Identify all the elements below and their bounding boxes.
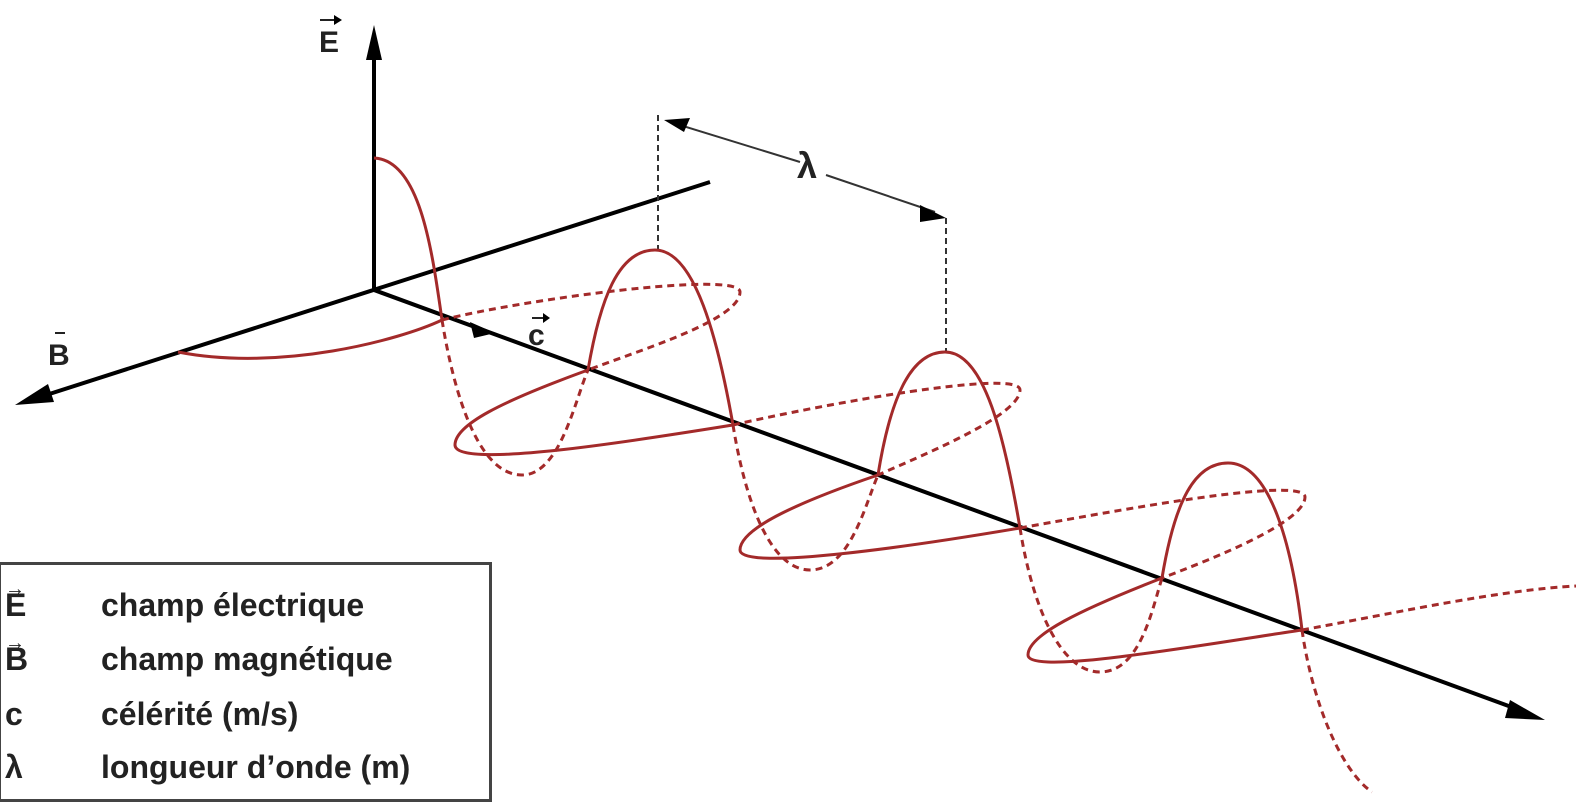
electric-field-wave-trough-2 bbox=[731, 424, 880, 572]
legend-text-celerity: célérité (m/s) bbox=[101, 696, 299, 732]
wavelength-arrowhead-right bbox=[920, 205, 946, 222]
electric-field-wave-end bbox=[1300, 629, 1373, 794]
legend-symbol-lambda: λ bbox=[5, 749, 23, 785]
legend-text-magnetic: champ magnétique bbox=[101, 641, 393, 677]
b-axis-label: B bbox=[48, 332, 70, 372]
e-axis-label: E bbox=[319, 15, 342, 59]
electric-field-wave-start bbox=[373, 156, 444, 321]
wavelength-dimension-line-left bbox=[669, 121, 801, 163]
legend-row-magnetic: → B champ magnétique bbox=[1, 632, 489, 681]
magnetic-field-wave-back-2 bbox=[732, 381, 1022, 477]
c-direction-arrowhead bbox=[470, 322, 495, 338]
legend-row-electric: → E champ électrique bbox=[1, 578, 489, 627]
legend-symbol-c: c bbox=[5, 696, 23, 732]
electric-field-wave-crest-1 bbox=[586, 248, 735, 426]
magnetic-field-wave-back-3 bbox=[1019, 488, 1307, 580]
wavelength-label: λ bbox=[797, 145, 817, 186]
magnetic-field-wave-start bbox=[177, 318, 443, 360]
c-velocity-label: c bbox=[528, 313, 550, 352]
legend-text-electric: champ électrique bbox=[101, 587, 365, 623]
magnetic-field-wave-front-3 bbox=[1026, 576, 1303, 664]
legend-row-celerity: c célérité (m/s) bbox=[1, 692, 489, 736]
magnetic-field-wave-end bbox=[1301, 584, 1576, 632]
magnetic-field-wave-front-1 bbox=[453, 368, 734, 457]
magnetic-field-wave-front-2 bbox=[738, 473, 1021, 560]
electric-field-wave-crest-3 bbox=[1160, 461, 1304, 631]
wavelength-arrowhead-left bbox=[664, 118, 690, 132]
vector-arrow-icon: → bbox=[5, 632, 25, 654]
electric-field-wave-trough-1 bbox=[440, 319, 590, 477]
svg-text:E: E bbox=[319, 26, 339, 59]
legend-text-wavelength: longueur d’onde (m) bbox=[101, 749, 411, 785]
magnetic-field-wave-back-1 bbox=[441, 282, 742, 372]
e-axis-arrowhead bbox=[366, 25, 382, 60]
electric-field-wave-trough-3 bbox=[1018, 527, 1164, 674]
vector-arrow-icon: → bbox=[5, 578, 25, 600]
svg-text:c: c bbox=[528, 319, 545, 352]
legend-symbol-b: → B bbox=[5, 632, 29, 677]
b-axis-arrowhead bbox=[15, 384, 54, 405]
propagation-axis bbox=[373, 288, 1526, 714]
legend-box: → E champ électrique → B champ magnétiqu… bbox=[0, 562, 492, 802]
legend-symbol-e: → E bbox=[5, 578, 27, 623]
wavelength-dimension-line-right bbox=[825, 174, 936, 213]
propagation-axis-arrowhead bbox=[1505, 700, 1545, 720]
svg-text:B: B bbox=[48, 339, 70, 372]
legend-row-wavelength: λ longueur d’onde (m) bbox=[1, 745, 489, 789]
electric-field-wave-crest-2 bbox=[876, 350, 1022, 529]
